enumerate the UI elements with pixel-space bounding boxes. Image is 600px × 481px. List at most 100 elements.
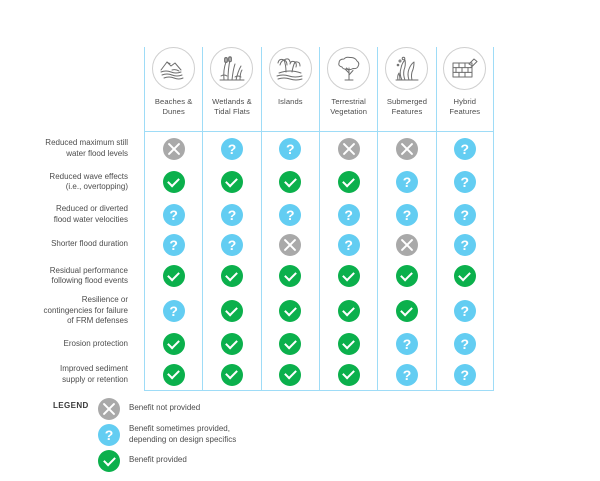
question-glyph: ? [402,206,412,223]
legend-item-label: Benefit sometimes provided,depending on … [129,424,237,444]
matrix-cell-improved-sediment-supply-or-retention-islands [262,359,319,390]
status-mark-maybe: ? [395,363,418,386]
status-mark-maybe: ? [453,333,476,355]
matrix-cell-improved-sediment-supply-or-retention-hybrid-features: ? [437,359,493,390]
question-glyph: ? [227,140,237,157]
question-glyph: ? [402,366,412,383]
matrix-cell-reduced-or-diverted-flood-water-velocities-wetlands-tidal-flats: ? [203,199,260,230]
status-mark-maybe: ? [162,203,185,226]
legend-item-label: Benefit not provided [129,403,201,412]
matrix-cell-improved-sediment-supply-or-retention-terrestrial-vegetation [320,359,377,390]
check-glyph [283,366,297,380]
matrix-cell-erosion-protection-hybrid-features: ? [437,329,493,359]
question-glyph: ? [460,336,470,352]
column-header-beaches-dunes: Beaches &Dunes [144,47,202,131]
status-mark-yes [220,333,243,355]
status-mark-yes [98,450,120,472]
matrix-cell-reduced-max-still-water-flood-levels-beaches-dunes [145,132,202,165]
matrix-cell-improved-sediment-supply-or-retention-submerged-features: ? [378,359,435,390]
matrix-cell-reduced-or-diverted-flood-water-velocities-hybrid-features: ? [437,199,493,230]
island-palm-icon [268,47,312,90]
question-glyph: ? [227,236,237,253]
status-mark-maybe: ? [98,424,120,446]
status-mark-maybe: ? [453,203,476,226]
legend-title: LEGEND [53,401,89,410]
matrix-cell-residual-performance-following-flood-events-terrestrial-vegetation [320,259,377,293]
column-header-label: Wetlands &Tidal Flats [212,97,252,116]
status-mark-yes [220,300,243,322]
status-mark-yes [220,171,243,193]
question-glyph: ? [344,236,353,253]
matrix-cell-reduced-wave-effects-wetlands-tidal-flats [203,165,260,199]
status-mark-maybe: ? [453,137,476,160]
matrix-column-submerged-features: ???? [377,132,435,390]
status-mark-maybe: ? [453,300,476,322]
status-mark-maybe: ? [395,171,418,193]
column-header-islands: Islands [260,47,319,131]
status-mark-yes [337,363,360,386]
question-glyph: ? [104,427,114,443]
status-mark-maybe: ? [279,137,302,160]
legend: LEGEND Benefit not provided? Benefit some… [0,398,600,473]
seaweed-icon [385,47,429,90]
matrix-cell-shorter-flood-duration-submerged-features [378,230,435,259]
status-mark-yes [337,333,360,355]
matrix-body: ????????????????????? [144,132,494,390]
matrix-column-terrestrial-vegetation: ?? [318,132,377,390]
legend-item-maybe: ? Benefit sometimes provided,depending on… [98,424,236,446]
matrix-cell-resilience-or-contingencies-for-failure-submerged-features [378,293,435,329]
question-glyph: ? [402,336,412,352]
question-glyph: ? [402,174,412,190]
row-label-erosion-protection: Erosion protection [63,338,128,348]
matrix-cell-resilience-or-contingencies-for-failure-terrestrial-vegetation [320,293,377,329]
status-mark-maybe: ? [395,333,418,355]
check-glyph [225,366,239,380]
status-mark-yes [162,363,185,386]
matrix-cell-shorter-flood-duration-beaches-dunes: ? [145,230,202,259]
check-glyph [342,336,356,349]
matrix-cell-resilience-or-contingencies-for-failure-wetlands-tidal-flats [203,293,260,329]
matrix-cell-reduced-or-diverted-flood-water-velocities-submerged-features: ? [378,199,435,230]
matrix-cell-shorter-flood-duration-wetlands-tidal-flats: ? [203,230,260,259]
matrix-cell-residual-performance-following-flood-events-beaches-dunes [145,259,202,293]
matrix-cell-reduced-wave-effects-islands [262,165,319,199]
header-divider-line [144,131,494,132]
status-mark-no [98,398,120,420]
matrix-cell-erosion-protection-beaches-dunes [145,329,202,359]
status-mark-maybe: ? [395,203,418,226]
check-glyph [225,268,239,281]
question-glyph: ? [169,206,178,223]
matrix-column-beaches-dunes: ??? [144,132,202,390]
check-glyph [283,174,297,187]
matrix-cell-improved-sediment-supply-or-retention-wetlands-tidal-flats [203,359,260,390]
status-mark-no [395,233,418,256]
matrix-cell-residual-performance-following-flood-events-islands [262,259,319,293]
status-mark-maybe: ? [453,171,476,193]
status-mark-yes [395,265,418,287]
question-glyph: ? [460,236,470,253]
status-mark-yes [395,300,418,322]
check-glyph [225,303,239,316]
question-glyph: ? [286,206,295,223]
matrix-cell-erosion-protection-terrestrial-vegetation [320,329,377,359]
matrix-cell-reduced-wave-effects-beaches-dunes [145,165,202,199]
check-glyph [283,303,297,316]
matrix-cell-reduced-or-diverted-flood-water-velocities-terrestrial-vegetation: ? [320,199,377,230]
column-header-label: Beaches &Dunes [154,97,193,116]
check-glyph [167,366,181,380]
brick-wall-trowel-icon [443,47,487,90]
matrix-cell-reduced-max-still-water-flood-levels-hybrid-features: ? [437,132,493,165]
matrix-column-islands: ?? [260,132,319,390]
check-glyph [400,268,414,281]
question-glyph: ? [460,174,470,190]
question-glyph: ? [460,366,470,383]
check-glyph [400,303,414,316]
matrix-cell-improved-sediment-supply-or-retention-beaches-dunes [145,359,202,390]
status-mark-maybe: ? [453,233,476,256]
status-mark-maybe: ? [220,233,243,256]
